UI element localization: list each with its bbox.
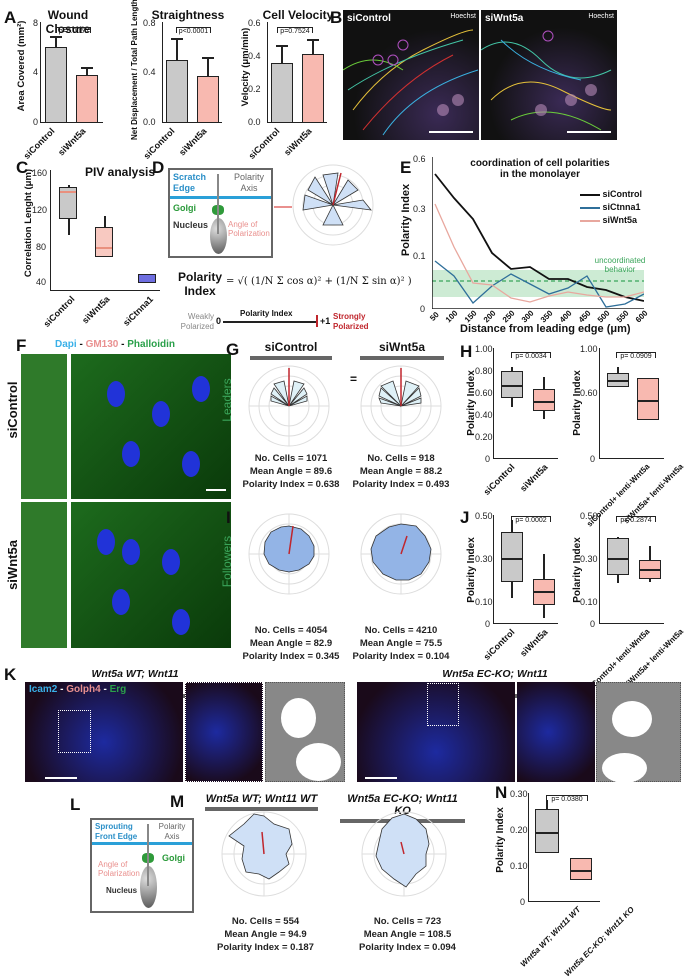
- image-title: siWnt5a: [485, 13, 524, 24]
- chart-title: PIV analysis: [84, 165, 156, 179]
- y-axis-label: Polarity Index: [466, 537, 477, 603]
- group-header: Wnt5a WT; Wnt11 WT: [205, 793, 318, 811]
- rose-plot-i-sicontrol: [248, 513, 330, 595]
- group-header: siControl: [250, 340, 332, 360]
- panel-label-b: B: [330, 8, 343, 27]
- vessel-mask-wt: [265, 682, 345, 782]
- formula-lhs: Polarity Index: [178, 270, 223, 298]
- sprouting-schematic: Sprouting Front Edge Polarity Axis Golgi…: [90, 818, 194, 913]
- stain-legend: Dapi - GM130 - Phalloidin: [55, 339, 176, 350]
- rose-plot-g-siwnt5a: [360, 365, 442, 447]
- chart-title: coordination of cell polarities in the m…: [470, 158, 610, 180]
- y-axis-label: Polarity Index: [400, 183, 412, 257]
- p-value: p=0.7524: [277, 27, 313, 35]
- y-axis-label: Area Covered (mm²): [16, 20, 27, 112]
- rose-plot-m-ko: [361, 811, 447, 897]
- y-axis-label: Net Displacement / Total Path Length: [130, 0, 139, 140]
- vessel-zoom-wt: [185, 682, 263, 782]
- panel-label-n: N: [495, 783, 508, 802]
- vessel-image-wt: Icam2 - Golph4 - Erg: [25, 682, 183, 782]
- vessel-zoom-ko: [517, 682, 595, 782]
- p-value: p<0.0001: [176, 27, 211, 35]
- y-axis-label: Polarity Index: [466, 370, 477, 436]
- rose-plot-m-wt: [221, 811, 307, 897]
- nucleus-shape: [210, 218, 227, 254]
- cells-image-sicontrol: [71, 354, 231, 499]
- row-label-followers: Followers: [220, 535, 234, 588]
- wound-edge-image-siwnt5a: [21, 502, 67, 648]
- vessel-image-ko: [357, 682, 515, 782]
- chart-title: Straightness: [151, 8, 225, 22]
- panel-label-f: F: [16, 336, 27, 355]
- vessel-mask-ko: [596, 682, 681, 783]
- panel-label-m: M: [170, 792, 185, 811]
- panel-label-e: E: [400, 158, 412, 177]
- chart-title: Wound Closure: [45, 8, 91, 36]
- panel-label-g: G: [226, 340, 240, 359]
- panel-label-d: D: [152, 158, 165, 177]
- stain-label: Hoechst: [588, 13, 614, 20]
- image-title: siControl: [347, 13, 391, 24]
- panel-label-k: K: [4, 665, 17, 684]
- group-header: siWnt5a: [360, 340, 444, 360]
- rose-plot-g-sicontrol: [248, 365, 330, 447]
- row-label-sicontrol: siControl: [5, 381, 20, 439]
- p-value: p=0.0050: [56, 27, 91, 35]
- panel-label-c: C: [16, 158, 29, 177]
- cells-image-siwnt5a: [71, 502, 231, 648]
- chart-title: Cell Velocity: [262, 8, 334, 22]
- rose-plot-d: [292, 164, 374, 246]
- panel-label-a: A: [4, 8, 17, 27]
- row-label-leaders: Leaders: [220, 378, 234, 422]
- y-axis-label: Velocity (μm/min): [240, 27, 251, 107]
- y-axis-label: Polarity Index: [572, 370, 583, 436]
- stain-label: Hoechst: [450, 13, 476, 20]
- arrow-icon: [274, 206, 292, 208]
- panel-label-l: L: [70, 795, 81, 814]
- y-axis-label: Polarity Index: [572, 537, 583, 603]
- panel-label-i: I: [226, 508, 231, 527]
- formula-rhs: = √( (1/N Σ cos α)² + (1/N Σ sin α)² ): [226, 276, 412, 287]
- rose-plot-i-siwnt5a: [360, 513, 442, 595]
- row-label-siwnt5a: siWnt5a: [5, 540, 20, 590]
- panel-label-j: J: [460, 508, 470, 527]
- x-axis-label: Distance from leading edge (μm): [460, 323, 631, 335]
- wound-edge-image-sicontrol: [21, 354, 67, 499]
- y-axis-label: Polarity Index: [495, 807, 506, 873]
- tracking-image-siwnt5a: siWnt5a Hoechst: [481, 10, 617, 140]
- line-chart-e: [432, 157, 644, 309]
- polarization-schematic: Scratch Edge Polarity Axis Golgi Nucleus…: [168, 168, 273, 258]
- tracking-image-sicontrol: siControl Hoechst: [343, 10, 479, 140]
- panel-label-h: H: [460, 342, 473, 361]
- legend: siControl siCtnna1 siWnt5a: [580, 188, 642, 227]
- y-axis-label: Correlation Lenght (μm): [23, 168, 34, 278]
